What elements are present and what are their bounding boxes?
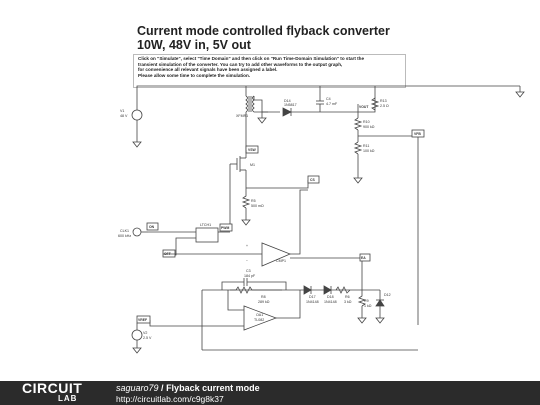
instruction-line: transient simulation of the converter. Y… <box>138 61 343 67</box>
schematic: V1 48 V XFMR1 D14 1N5817 C4 4.7 mF R13 2… <box>118 85 525 354</box>
r5-value: 500 mΩ <box>251 204 264 208</box>
svg-text:+: + <box>246 244 248 248</box>
r6-name: R6 <box>345 295 350 299</box>
instructions-box: Click on "Simulate", select "Time Domain… <box>133 54 406 88</box>
c4-value: 4.7 mF <box>326 102 338 106</box>
r10-name: R10 <box>363 120 370 124</box>
oa1-value: TL082 <box>254 318 264 322</box>
circuit-name: Flyback current mode <box>166 383 260 393</box>
r13-name: R13 <box>380 99 387 103</box>
d14-value: 1N5817 <box>284 103 297 107</box>
circuitlab-logo[interactable]: CIRCUIT <box>22 380 83 396</box>
v1-value: 48 V <box>120 114 128 118</box>
label-vout: VOUT <box>359 105 369 109</box>
r11-value: 100 kΩ <box>363 149 375 153</box>
circuit-url[interactable]: http://circuitlab.com/c9g8k37 <box>116 394 224 404</box>
instruction-line: Click on "Simulate", select "Time Domain… <box>138 56 365 61</box>
label-vsw: VSW <box>248 148 257 152</box>
r5-name: R5 <box>251 199 256 203</box>
r10-value: 900 kΩ <box>363 125 375 129</box>
r6-value: 3 kΩ <box>344 300 352 304</box>
circuit-title: Current mode controlled flyback converte… <box>137 24 390 52</box>
v1-name: V1 <box>120 109 124 113</box>
r9-value: 1 kΩ <box>364 304 372 308</box>
r13-value: 2.5 Ω <box>380 104 389 108</box>
d17-name: D17 <box>309 295 316 299</box>
footer-bar <box>0 381 540 405</box>
label-on: ON <box>149 225 155 229</box>
footer-separator: / <box>158 383 167 393</box>
d14-name: D14 <box>284 99 291 103</box>
title-line-1: Current mode controlled flyback converte… <box>137 24 390 38</box>
instruction-line: for convenience all relevant signals hav… <box>138 67 278 73</box>
label-vfb: VFB <box>414 132 421 136</box>
label-pwm: PWM <box>221 226 229 230</box>
r8-name: R8 <box>261 295 266 299</box>
v2-value: 2.5 V <box>143 336 152 340</box>
author-link[interactable]: saguaro79 <box>116 383 159 393</box>
label-vref: VREF <box>138 318 147 322</box>
v2-name: V2 <box>143 331 147 335</box>
r8-value: 289 kΩ <box>258 300 270 304</box>
instruction-line: Please allow some time to complete the s… <box>138 72 251 78</box>
cmp1-name: CMP1 <box>276 259 286 263</box>
circuitlab-logo-sub: LAB <box>58 394 78 403</box>
d18-value: 1N4148 <box>324 300 337 304</box>
c4-name: C4 <box>326 97 331 101</box>
d18-name: D18 <box>327 295 334 299</box>
m1-name: M1 <box>250 163 255 167</box>
oa1-name: OA1 <box>256 313 263 317</box>
title-line-2: 10W, 48V in, 5V out <box>137 38 251 52</box>
clk1-value: 600 kHz <box>118 234 131 238</box>
xfmr-name: XFMR1 <box>236 114 248 118</box>
label-cs: CS <box>310 178 315 182</box>
label-ea: EA <box>361 256 366 260</box>
footer-credit: saguaro79 / Flyback current mode <box>116 383 260 393</box>
zener-name: D12 <box>384 293 391 297</box>
svg-text:−: − <box>246 259 248 263</box>
c3-value: 184 pF <box>244 274 256 278</box>
r11-name: R11 <box>363 144 369 148</box>
latch-name: LTCH1 <box>200 223 211 227</box>
label-off: OFF <box>164 252 171 256</box>
clk1-name: CLK1 <box>120 229 129 233</box>
r9-name: R9 <box>364 299 369 303</box>
d17-value: 1N4148 <box>306 300 319 304</box>
c3-name: C3 <box>246 269 251 273</box>
